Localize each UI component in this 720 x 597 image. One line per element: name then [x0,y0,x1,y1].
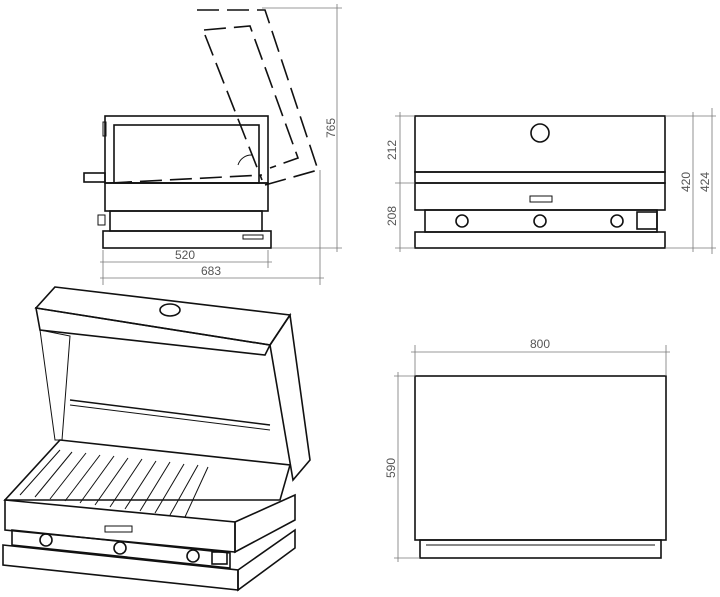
grill-grates [19,449,209,518]
dim-212: 212 [385,140,399,160]
dim-765: 765 [324,118,338,138]
dim-520: 520 [175,248,195,262]
dim-208: 208 [385,206,399,226]
dim-590: 590 [384,458,398,478]
front-view: 212 208 420 424 [385,108,716,254]
dim-800: 800 [530,337,550,351]
dim-424: 424 [698,172,712,192]
top-view: 800 590 [384,337,670,562]
dim-420: 420 [679,172,693,192]
isometric-view [2,286,311,592]
dim-683: 683 [201,264,221,278]
side-view: 520 683 765 [83,4,342,285]
